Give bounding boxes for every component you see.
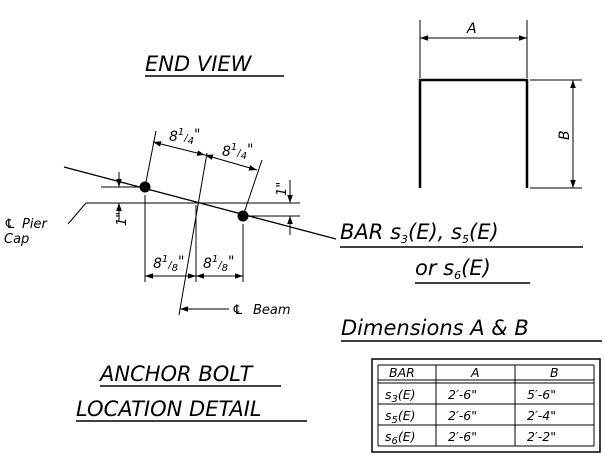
dim-lower-left-label: 81/8" xyxy=(153,254,185,274)
bar-shape: A B xyxy=(418,20,582,189)
bar-title: BAR s3(E), s5(E) or s6(E) xyxy=(340,220,583,284)
table-row-2-a: 2′-6" xyxy=(448,408,477,423)
anchor-title-line2: LOCATION DETAIL xyxy=(76,397,262,421)
table-row-2-b: 2′-4" xyxy=(527,408,556,423)
bar-title-line1: BAR s3(E), s5(E) xyxy=(340,220,499,246)
dim-a-label: A xyxy=(466,21,477,37)
table-row-1-a: 2′-6" xyxy=(448,387,477,402)
dim-b-label: B xyxy=(557,130,573,140)
dim-lower-right-label: 81/8" xyxy=(203,254,235,274)
dim-left-vertical-label: 1" xyxy=(115,212,130,226)
anchor-bolt-title: ANCHOR BOLT LOCATION DETAIL xyxy=(76,362,307,422)
pier-cap-leader xyxy=(67,202,87,225)
table-header-a: A xyxy=(470,365,480,380)
beam-centerline xyxy=(178,152,208,316)
table-row-1-bar: s3(E) xyxy=(385,387,416,405)
dimensions-section: Dimensions A & B BAR A B s3(E) 2′-6" xyxy=(341,316,602,453)
dim-upper-right-label: 81/4" xyxy=(222,142,254,162)
dimensions-table: BAR A B s3(E) 2′-6" 5′-6" s5(E) 2′-6" 2′… xyxy=(371,358,601,453)
bar-title-line2: or s6(E) xyxy=(415,256,491,282)
ext-upper-left xyxy=(144,130,157,188)
pier-cap-label-line2: Cap xyxy=(4,232,29,247)
bar-outline xyxy=(418,78,529,188)
end-view-title: END VIEW xyxy=(145,52,253,76)
pier-cap-label-line1: Pier xyxy=(22,217,48,232)
ext-upper-right xyxy=(242,159,263,217)
dim-right-vertical-label: 1" xyxy=(275,182,290,196)
dimensions-title: Dimensions A & B xyxy=(341,316,529,340)
dim-upper-left-line xyxy=(152,141,206,156)
dim-upper-right-line xyxy=(204,154,258,171)
dim-upper-left-label: 81/4" xyxy=(169,127,201,147)
table-row-3-b: 2′-2" xyxy=(527,429,556,444)
table-border xyxy=(371,358,601,453)
pier-cap-centerline-symbol: ℄ xyxy=(4,217,16,232)
table-row-2-bar: s5(E) xyxy=(385,408,416,426)
table-row-1-b: 5′-6" xyxy=(527,387,556,402)
beam-label: Beam xyxy=(253,303,291,318)
table-header-bar: BAR xyxy=(389,365,415,380)
end-view: END VIEW 81/4" 81/4" 1" xyxy=(4,52,337,318)
anchor-title-line1: ANCHOR BOLT xyxy=(98,362,255,386)
beam-centerline-symbol: ℄ xyxy=(232,303,244,318)
table-header-b: B xyxy=(550,365,559,380)
table-row-3-a: 2′-6" xyxy=(448,429,477,444)
table-row-3-bar: s6(E) xyxy=(385,429,416,447)
